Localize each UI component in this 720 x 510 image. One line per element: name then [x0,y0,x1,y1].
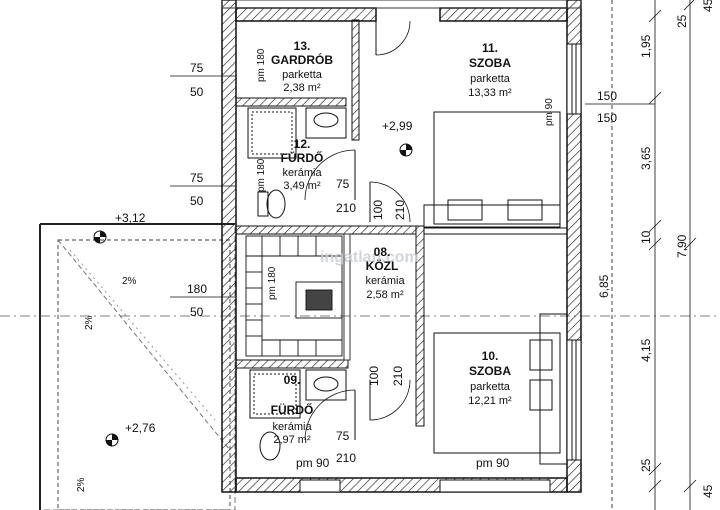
svg-text:kerámia: kerámia [282,167,322,179]
dimension-label: 6,85 [597,274,611,298]
dimension-label: 45 [701,0,715,12]
staircase [245,235,343,357]
svg-text:FÜRDŐ: FÜRDŐ [281,150,324,165]
svg-text:parketta: parketta [282,69,323,81]
parapet-label: pm 180 [256,158,267,192]
interior-walls [235,19,568,427]
svg-text:SZOBA: SZOBA [469,364,511,378]
dimension-label: 4,15 [639,338,653,362]
svg-text:12,21 m²: 12,21 m² [468,395,512,407]
door-width: 75 [336,429,350,443]
dimension-label: 45 [701,484,715,498]
elevation-label: +2,99 [382,119,413,133]
parapet-label: pm 180 [256,48,267,82]
room-12-label: 12. FÜRDŐ kerámia 3,49 m² [281,137,324,192]
room-08-label: 08. KÖZL kerámia 2,58 m² [365,245,405,301]
svg-text:GARDRÓB: GARDRÓB [271,52,333,67]
dimension-label: 25 [639,458,653,472]
svg-text:parketta: parketta [470,73,511,85]
slope-label: 2% [84,315,95,330]
room-09-label: 09. FÜRDŐ kerámia 2,97 m² [271,373,314,446]
door-height: 210 [391,366,405,386]
svg-text:2,97 m²: 2,97 m² [273,434,311,446]
door-width: 100 [367,366,381,386]
bathroom-12-fixtures [247,107,347,219]
door-width: 75 [336,177,350,191]
svg-text:FÜRDŐ: FÜRDŐ [271,402,314,417]
opening-height: 50 [190,305,204,319]
watermark: ingatlan.com [320,249,419,266]
bathroom-09-fixtures [249,369,347,461]
svg-text:2,38 m²: 2,38 m² [283,82,321,94]
parapet-label: pm 90 [544,98,555,126]
svg-text:08.: 08. [374,245,391,259]
right-windows [299,43,582,493]
opening-height: 50 [190,194,204,208]
svg-text:10.: 10. [482,349,499,363]
beds [423,111,568,465]
terrace [39,223,236,510]
room-11-label: 11. SZOBA parketta 13,33 m² [468,41,512,99]
dimension-label: 25 [675,14,689,28]
window-width: 150 [597,89,617,103]
room-13-label: 13. GARDRÓB parketta 2,38 m² [271,39,333,94]
svg-text:12.: 12. [294,137,311,151]
elevation-label: +3,12 [115,211,146,225]
opening-width: 180 [187,282,207,296]
top-door [375,20,411,56]
svg-text:SZOBA: SZOBA [469,56,511,70]
door-height: 210 [336,201,356,215]
window-height: 150 [597,111,617,125]
opening-width: 75 [190,171,204,185]
parapet-label: pm 90 [476,456,510,470]
svg-text:3,49 m²: 3,49 m² [283,180,321,192]
opening-height: 50 [190,85,204,99]
svg-text:kerámia: kerámia [272,421,312,433]
left-dimension-lines [170,75,655,298]
elevation-label: +2,76 [125,421,156,435]
right-dimension-lines [611,0,697,510]
svg-text:11.: 11. [482,41,498,55]
slope-label: 2% [76,477,87,492]
dimension-label: 3,65 [639,146,653,170]
svg-text:09.: 09. [284,373,301,387]
svg-text:parketta: parketta [470,381,511,393]
svg-text:13,33 m²: 13,33 m² [468,87,512,99]
elevation-markers [93,143,413,447]
dimension-label: 10 [639,230,653,244]
dimension-label: 1,95 [639,34,653,58]
door-width: 100 [371,200,385,220]
parapet-label: pm 90 [296,456,330,470]
room-10-label: 10. SZOBA parketta 12,21 m² [468,349,512,407]
svg-text:KÖZL: KÖZL [366,258,399,273]
door-height: 210 [393,200,407,220]
opening-width: 75 [190,61,204,75]
slope-label: 2% [122,276,137,287]
dimension-label: 7,90 [675,234,689,258]
svg-text:13.: 13. [294,39,311,53]
svg-text:kerámia: kerámia [365,275,405,287]
door-height: 210 [336,451,356,465]
parapet-label: pm 180 [267,266,278,300]
svg-text:2,58 m²: 2,58 m² [366,289,404,301]
